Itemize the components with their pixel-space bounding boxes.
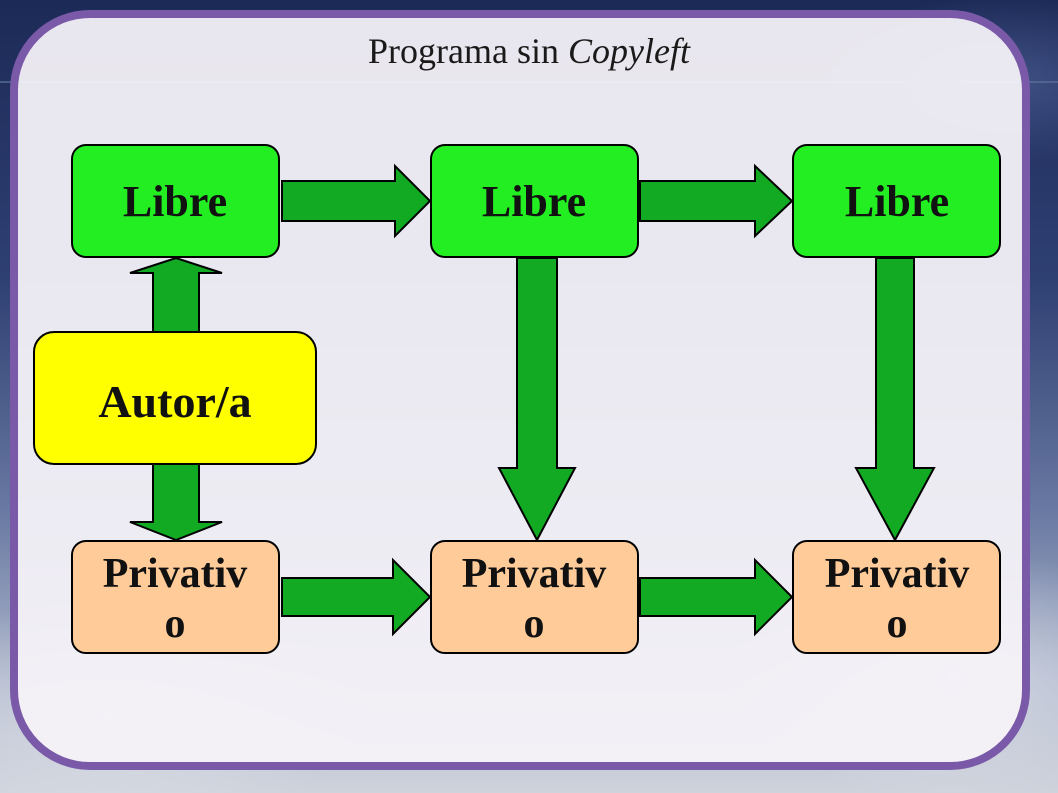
node-privativo-1: Privativ o: [71, 540, 280, 654]
node-libre-1: Libre: [71, 144, 280, 258]
node-autor: Autor/a: [33, 331, 317, 465]
node-privativo-3: Privativ o: [792, 540, 1001, 654]
node-libre-2: Libre: [430, 144, 639, 258]
arrow-libre2-to-libre3: [639, 163, 794, 239]
arrow-privativo2-to-privativo3: [639, 557, 794, 637]
node-libre-3: Libre: [792, 144, 1001, 258]
title-emphasis: Copyleft: [567, 31, 690, 71]
node-privativo-1-line2: o: [165, 601, 186, 647]
node-libre-2-label: Libre: [482, 177, 586, 226]
arrow-autor-to-libre1: [129, 256, 223, 333]
node-libre-1-label: Libre: [123, 177, 227, 226]
node-privativo-3-line2: o: [887, 601, 908, 647]
node-privativo-2-line1: Privativ: [462, 551, 607, 597]
slide-title: Programa sin Copyleft: [0, 30, 1058, 72]
node-libre-3-label: Libre: [845, 177, 949, 226]
arrow-libre3-to-privativo3: [854, 257, 936, 543]
title-text: Programa sin: [368, 31, 559, 71]
node-privativo-2: Privativ o: [430, 540, 639, 654]
arrow-libre2-to-privativo2: [497, 257, 577, 543]
arrow-libre1-to-libre2: [281, 163, 432, 239]
arrow-privativo1-to-privativo2: [281, 557, 432, 637]
node-autor-label: Autor/a: [98, 376, 251, 427]
node-privativo-1-line1: Privativ: [103, 551, 248, 597]
node-privativo-3-line1: Privativ: [825, 551, 970, 597]
node-privativo-2-line2: o: [524, 601, 545, 647]
arrow-autor-to-privativo1: [129, 463, 223, 542]
